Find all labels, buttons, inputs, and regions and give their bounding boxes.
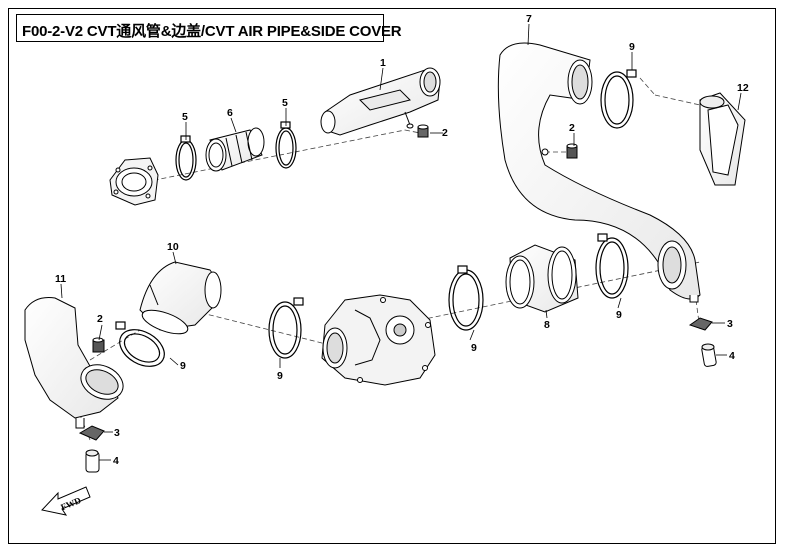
cap-4-right <box>701 343 717 367</box>
callout-12: 12 <box>737 82 749 94</box>
callout-4-right: 4 <box>729 350 735 362</box>
cvt-inlet-housing <box>109 157 159 206</box>
grommet-2-top <box>417 124 429 138</box>
hose-connector-6 <box>205 127 265 172</box>
callout-2-left: 2 <box>97 313 103 325</box>
cvt-side-cover <box>321 294 436 386</box>
hose-clamp-5-left <box>175 135 197 181</box>
callout-11: 11 <box>55 273 66 285</box>
callout-6: 6 <box>227 107 233 119</box>
callout-1: 1 <box>380 57 386 69</box>
grommet-2-right <box>541 143 578 159</box>
title-box <box>16 14 384 42</box>
callout-2-right: 2 <box>569 122 575 134</box>
hose-clamp-9-mid <box>268 297 304 359</box>
callout-7: 7 <box>526 13 532 25</box>
leader-lines <box>60 23 742 461</box>
callout-labels: 1 2 2 2 3 3 4 4 5 5 6 7 8 9 9 9 9 9 10 1… <box>55 13 749 467</box>
hose-clamp-9-center <box>448 265 484 331</box>
callout-9-right: 9 <box>616 309 622 321</box>
intake-box-11 <box>24 297 124 429</box>
callout-5-left: 5 <box>182 111 188 123</box>
clip-3-left <box>78 425 105 441</box>
clip-3-right <box>688 317 713 331</box>
elbow-duct-10 <box>139 261 222 335</box>
callout-10: 10 <box>167 241 179 253</box>
outlet-duct-12 <box>699 92 746 186</box>
forward-arrow: FWD <box>41 486 91 516</box>
diagram-title: F00-2-V2 CVT通风管&边盖/CVT AIR PIPE&SIDE COV… <box>22 23 402 40</box>
cvt-air-pipe-1 <box>320 67 441 136</box>
callout-3-left: 3 <box>114 427 120 439</box>
callout-3-right: 3 <box>727 318 733 330</box>
callout-9-mid: 9 <box>277 370 283 382</box>
callout-8: 8 <box>544 319 550 331</box>
hose-coupler-8 <box>505 244 579 313</box>
diagram-border <box>8 8 776 544</box>
callout-4-left: 4 <box>113 455 119 467</box>
hose-clamp-5-right <box>275 121 297 169</box>
cvt-air-pipe-7 <box>497 42 701 303</box>
callout-9-left: 9 <box>180 360 186 372</box>
callout-5-right: 5 <box>282 97 288 109</box>
callout-9-top: 9 <box>629 41 635 53</box>
hose-clamp-9-top <box>600 69 637 129</box>
callout-2-top: 2 <box>442 127 448 139</box>
hose-clamp-9-right <box>595 233 629 299</box>
assembly-lines <box>79 77 701 441</box>
callout-9-center: 9 <box>471 342 477 354</box>
cap-4-left <box>85 449 100 473</box>
hose-clamp-9-left <box>115 321 165 367</box>
